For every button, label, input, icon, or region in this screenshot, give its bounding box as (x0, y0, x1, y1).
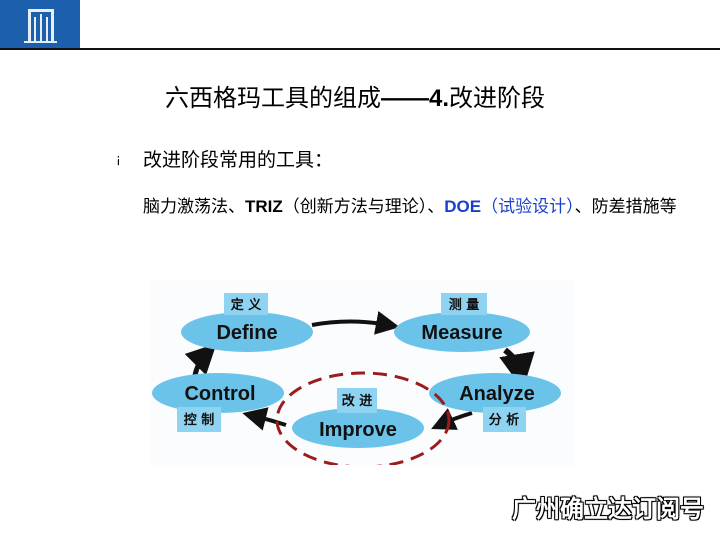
improve-highlight-circle (275, 371, 451, 465)
svg-text:分 析: 分 析 (489, 412, 520, 428)
arrow-control-define (184, 343, 217, 376)
stage-measure: 测 量 Measure (394, 293, 530, 352)
logo (0, 0, 80, 49)
svg-text:改 进: 改 进 (342, 393, 373, 409)
body-triz-desc: （创新方法与理论）、 (282, 197, 445, 217)
body-doe-desc: （试验设计） (481, 197, 575, 217)
title-number: ——4. (380, 85, 449, 112)
slide-title: 六西格玛工具的组成——4.改进阶段 (0, 78, 720, 113)
watermark: 广州确立达订阅号 (512, 495, 704, 523)
svg-text:Analyze: Analyze (459, 383, 535, 405)
svg-text:Define: Define (216, 322, 277, 344)
arrow-measure-analyze (499, 347, 535, 390)
dmaic-diagram: 定 义 Define 测 量 Measure 分 析 Analyze 控 制 C… (150, 280, 575, 465)
arrow-analyze-improve (431, 408, 473, 430)
svg-text:Control: Control (184, 383, 255, 405)
body-poka-yoke: 、防差措施等 (574, 197, 677, 217)
stage-analyze: 分 析 Analyze (429, 373, 561, 432)
building-logo-icon (24, 9, 57, 43)
body-doe: DOE (444, 197, 482, 216)
svg-text:测 量: 测 量 (449, 297, 480, 313)
arrow-improve-control (242, 407, 287, 431)
title-text-end: 改进阶段 (449, 84, 545, 112)
body-text: 脑力激荡法、TRIZ（创新方法与理论）、DOE（试验设计）、防差措施等 (143, 197, 683, 217)
subheading: 改进阶段常用的工具： (143, 149, 334, 171)
svg-text:定 义: 定 义 (230, 297, 263, 313)
arrow-define-measure (311, 311, 400, 335)
title-text: 六西格玛工具的组成 (164, 84, 381, 112)
bullet-icon: ¡ (116, 152, 121, 166)
body-brainstorm: 脑力激荡法、 (143, 197, 245, 217)
svg-text:控 制: 控 制 (184, 412, 215, 428)
stage-control: 控 制 Control (152, 373, 284, 432)
stage-improve: 改 进 Improve (292, 388, 424, 448)
svg-text:Improve: Improve (319, 419, 397, 441)
body-triz: TRIZ (245, 197, 283, 216)
header-divider (0, 48, 720, 50)
stage-define: 定 义 Define (181, 293, 313, 352)
svg-text:Measure: Measure (421, 322, 502, 344)
